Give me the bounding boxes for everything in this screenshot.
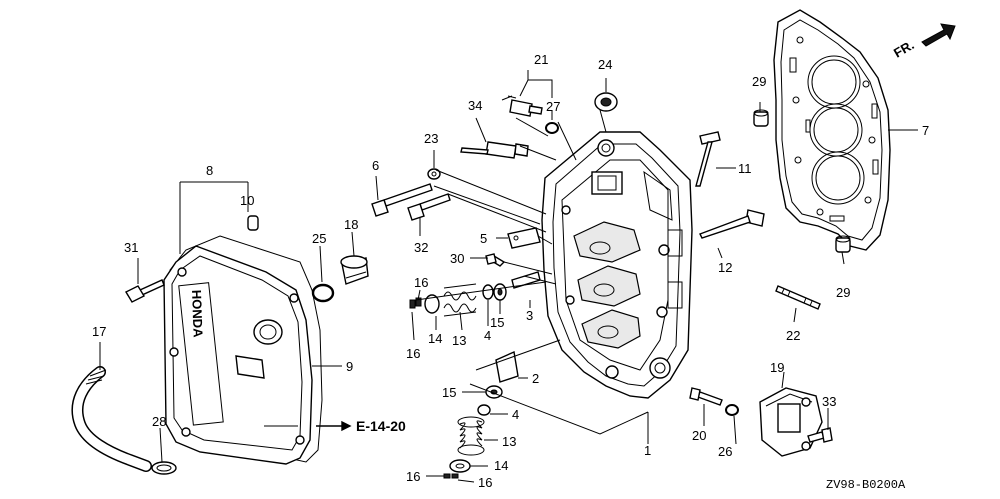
long-bolt-lower bbox=[407, 193, 451, 221]
pump-bolt bbox=[689, 387, 723, 406]
part-label-10: 10 bbox=[240, 193, 254, 208]
pump-bolt-small bbox=[807, 427, 833, 443]
fr-label: FR. bbox=[891, 37, 917, 60]
part-label-15a: 15 bbox=[490, 315, 504, 330]
spring-retainer-upper bbox=[424, 294, 440, 314]
part-label-4b: 4 bbox=[512, 407, 519, 422]
head-gasket bbox=[773, 9, 891, 251]
part-label-8: 8 bbox=[206, 163, 213, 178]
part-label-29b: 29 bbox=[836, 285, 850, 300]
part-label-28: 28 bbox=[152, 414, 166, 429]
spring-retainer-lower bbox=[449, 459, 471, 473]
part-label-20: 20 bbox=[692, 428, 706, 443]
o-ring bbox=[311, 283, 335, 303]
spring-seat-lower bbox=[485, 385, 503, 399]
oil-seal bbox=[594, 92, 618, 112]
stem-seal-upper bbox=[482, 284, 494, 300]
part-label-25: 25 bbox=[312, 231, 326, 246]
part-label-31: 31 bbox=[124, 240, 138, 255]
grommet bbox=[247, 215, 259, 231]
diagram-code: ZV98-B0200A bbox=[826, 478, 906, 492]
head-cover: HONDA bbox=[163, 235, 323, 465]
cylinder-head bbox=[541, 131, 693, 399]
part-label-9: 9 bbox=[346, 359, 353, 374]
part-label-17: 17 bbox=[92, 324, 106, 339]
thermo-sensor bbox=[501, 95, 543, 117]
part-label-16d: 16 bbox=[478, 475, 492, 490]
pump-o-ring bbox=[725, 404, 739, 416]
intake-valve bbox=[699, 209, 765, 239]
cover-brand-text: HONDA bbox=[189, 290, 206, 339]
part-label-21: 21 bbox=[534, 52, 548, 67]
stud-bolt bbox=[775, 285, 821, 310]
stem-seal-lower bbox=[477, 404, 491, 416]
part-label-16a: 16 bbox=[414, 275, 428, 290]
valve-cotter-lower bbox=[443, 473, 459, 479]
part-label-30: 30 bbox=[450, 251, 464, 266]
washer bbox=[427, 168, 441, 180]
valve-guide-upper bbox=[511, 271, 541, 289]
part-label-22: 22 bbox=[786, 328, 800, 343]
part-label-29a: 29 bbox=[752, 74, 766, 89]
part-label-23: 23 bbox=[424, 131, 438, 146]
part-label-14b: 14 bbox=[494, 458, 508, 473]
part-label-5: 5 bbox=[480, 231, 487, 246]
valve-spring-upper bbox=[443, 283, 477, 317]
reference-label: E-14-20 bbox=[356, 418, 406, 434]
part-label-14a: 14 bbox=[428, 331, 442, 346]
reference-callout: E-14-20 bbox=[316, 418, 406, 434]
part-label-13b: 13 bbox=[502, 434, 516, 449]
part-label-4a: 4 bbox=[484, 328, 491, 343]
hose-clamp bbox=[151, 461, 177, 475]
part-label-12: 12 bbox=[718, 260, 732, 275]
oil-filler-cap bbox=[340, 255, 369, 285]
part-label-32: 32 bbox=[414, 240, 428, 255]
breather-hose bbox=[71, 366, 152, 472]
valve-spring-lower bbox=[457, 416, 485, 456]
part-label-11: 11 bbox=[738, 161, 752, 176]
valve-guide-lower bbox=[495, 350, 519, 383]
part-number-labels: 1 2 3 4 4 5 6 7 8 9 10 11 12 13 13 14 14… bbox=[92, 52, 929, 490]
part-label-1: 1 bbox=[644, 443, 651, 458]
part-label-2: 2 bbox=[532, 371, 539, 386]
part-label-18: 18 bbox=[344, 217, 358, 232]
part-label-7: 7 bbox=[922, 123, 929, 138]
part-label-27: 27 bbox=[546, 99, 560, 114]
fr-arrow-icon bbox=[921, 23, 956, 47]
small-bolt bbox=[485, 253, 506, 267]
leader-lines bbox=[99, 70, 918, 483]
fr-indicator: FR. bbox=[891, 23, 956, 61]
part-label-3: 3 bbox=[526, 308, 533, 323]
dowel-pin-lower bbox=[835, 235, 851, 253]
part-label-24: 24 bbox=[598, 57, 612, 72]
exhaust-valve bbox=[695, 131, 721, 187]
part-label-16c: 16 bbox=[406, 469, 420, 484]
part-label-19: 19 bbox=[770, 360, 784, 375]
part-label-6: 6 bbox=[372, 158, 379, 173]
cover-plate bbox=[507, 227, 541, 249]
thermostat-plug bbox=[460, 141, 529, 159]
part-label-15b: 15 bbox=[442, 385, 456, 400]
spring-seat-upper bbox=[493, 283, 507, 301]
reference-arrow-icon bbox=[316, 420, 352, 432]
long-bolt-upper bbox=[371, 183, 433, 217]
part-label-13a: 13 bbox=[452, 333, 466, 348]
part-label-26: 26 bbox=[718, 444, 732, 459]
part-label-34: 34 bbox=[468, 98, 482, 113]
washer-sensor bbox=[545, 122, 559, 134]
dowel-pin-upper bbox=[753, 109, 769, 127]
cover-bolt bbox=[125, 279, 165, 303]
thermostat-cover bbox=[759, 387, 823, 457]
part-label-33: 33 bbox=[822, 394, 836, 409]
part-label-16b: 16 bbox=[406, 346, 420, 361]
